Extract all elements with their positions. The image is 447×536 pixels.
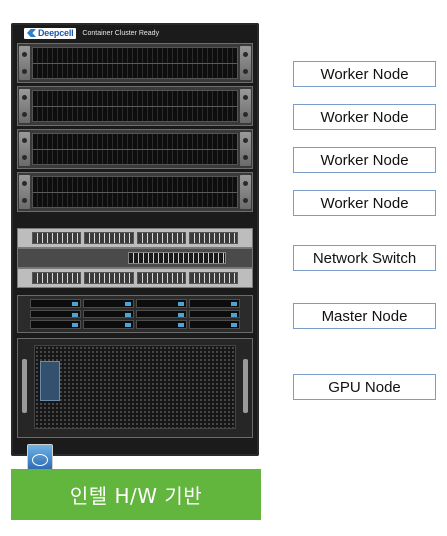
drive-bay xyxy=(30,320,81,329)
drive-bay xyxy=(30,309,81,319)
rack-ear-icon xyxy=(19,132,30,166)
label-worker-node-2: Worker Node xyxy=(293,104,436,130)
label-worker-node-1: Worker Node xyxy=(293,61,436,87)
label-gpu-node: GPU Node xyxy=(293,374,436,400)
handle-icon xyxy=(243,359,248,413)
gpu-node xyxy=(17,338,253,438)
network-switch-core xyxy=(17,248,253,268)
switch-ports xyxy=(84,232,134,244)
switch-ports xyxy=(136,272,186,284)
switch-ports xyxy=(32,232,82,244)
drive-bay xyxy=(189,299,240,308)
label-network-switch: Network Switch xyxy=(293,245,436,271)
switch-ports xyxy=(188,232,238,244)
switch-ports xyxy=(84,272,134,284)
switch-ports xyxy=(128,252,226,264)
switch-ports xyxy=(32,272,82,284)
drive-bay xyxy=(83,299,134,308)
server-rack: Deepcell Container Cluster Ready xyxy=(11,23,259,476)
brand-name: Deepcell xyxy=(38,28,74,38)
handle-icon xyxy=(22,359,27,413)
drive-bay xyxy=(136,320,187,329)
network-switch-top xyxy=(17,228,253,248)
footer-banner: 인텔 H/W 기반 xyxy=(11,469,261,520)
worker-node-1 xyxy=(17,43,253,83)
drive-bay xyxy=(83,309,134,319)
master-drive-grid xyxy=(30,299,240,329)
network-switch-bottom xyxy=(17,268,253,288)
intel-logo-icon xyxy=(32,454,48,466)
rack-ear-icon xyxy=(19,175,30,209)
drive-bays xyxy=(32,133,238,165)
drive-bay xyxy=(136,299,187,308)
gpu-io-panel xyxy=(40,361,60,401)
label-master-node: Master Node xyxy=(293,303,436,329)
drive-bays xyxy=(32,90,238,122)
drive-bays xyxy=(32,176,238,208)
rack-brand-bar: Deepcell Container Cluster Ready xyxy=(24,27,159,39)
label-worker-node-3: Worker Node xyxy=(293,147,436,173)
rack-ear-icon xyxy=(240,89,251,123)
drive-bay xyxy=(30,299,81,308)
deepcell-logo-icon xyxy=(27,29,36,37)
rack-ear-icon xyxy=(240,132,251,166)
worker-node-4 xyxy=(17,172,253,212)
drive-bay xyxy=(136,309,187,319)
rack-ear-icon xyxy=(240,46,251,80)
drive-bay xyxy=(189,309,240,319)
rack-ear-icon xyxy=(240,175,251,209)
worker-node-2 xyxy=(17,86,253,126)
deepcell-logo: Deepcell xyxy=(24,27,77,39)
gpu-vent-mesh xyxy=(34,345,236,429)
label-worker-node-4: Worker Node xyxy=(293,190,436,216)
drive-bays xyxy=(32,47,238,79)
brand-tagline: Container Cluster Ready xyxy=(82,29,160,37)
switch-ports xyxy=(188,272,238,284)
master-node xyxy=(17,295,253,333)
rack-ear-icon xyxy=(19,89,30,123)
switch-ports xyxy=(136,232,186,244)
rack-ear-icon xyxy=(19,46,30,80)
drive-bay xyxy=(83,320,134,329)
drive-bay xyxy=(189,320,240,329)
worker-node-3 xyxy=(17,129,253,169)
